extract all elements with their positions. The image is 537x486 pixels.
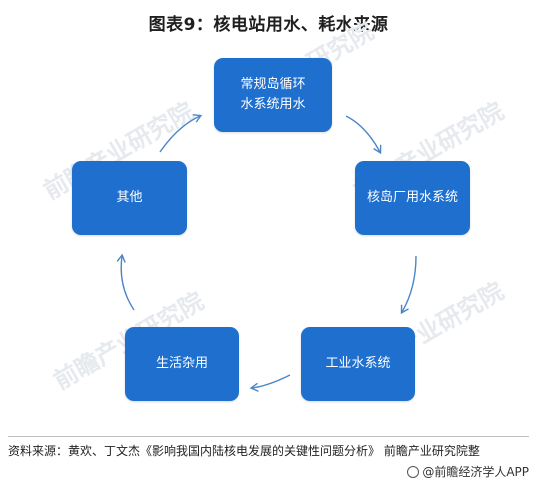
brand-credit: @前瞻经济学人APP — [407, 463, 529, 480]
node-other: 其他 — [72, 161, 187, 235]
node-domestic-misc-use: 生活杂用 — [125, 327, 239, 401]
arrow-bottomright-to-bottomleft — [249, 374, 291, 392]
footer-divider — [8, 436, 529, 437]
node-label-line1: 常规岛循环 — [240, 77, 306, 92]
arrow-right-to-bottomright — [400, 255, 417, 315]
arrow-bottomleft-to-left — [116, 253, 135, 311]
arrow-top-to-right — [345, 115, 382, 155]
brand-logo-icon — [407, 465, 420, 478]
node-label: 核岛厂用水系统 — [366, 190, 458, 205]
chart-title: 图表9：核电站用水、耗水来源 — [148, 15, 389, 35]
node-conventional-island-cooling: 常规岛循环 水系统用水 — [214, 58, 332, 132]
node-label: 工业水系统 — [325, 356, 391, 371]
node-nuclear-island-plant-water: 核岛厂用水系统 — [355, 161, 470, 235]
node-industrial-water-system: 工业水系统 — [301, 327, 415, 401]
source-note: 资料来源：黄欢、丁文杰《影响我国内陆核电发展的关键性问题分析》 前瞻产业研究院整 — [8, 444, 480, 458]
node-label: 其他 — [116, 190, 143, 205]
brand-label: @前瞻经济学人APP — [422, 465, 529, 479]
node-label: 生活杂用 — [155, 356, 208, 371]
node-label-line2: 水系统用水 — [240, 97, 306, 112]
arrow-left-to-top — [159, 114, 203, 153]
